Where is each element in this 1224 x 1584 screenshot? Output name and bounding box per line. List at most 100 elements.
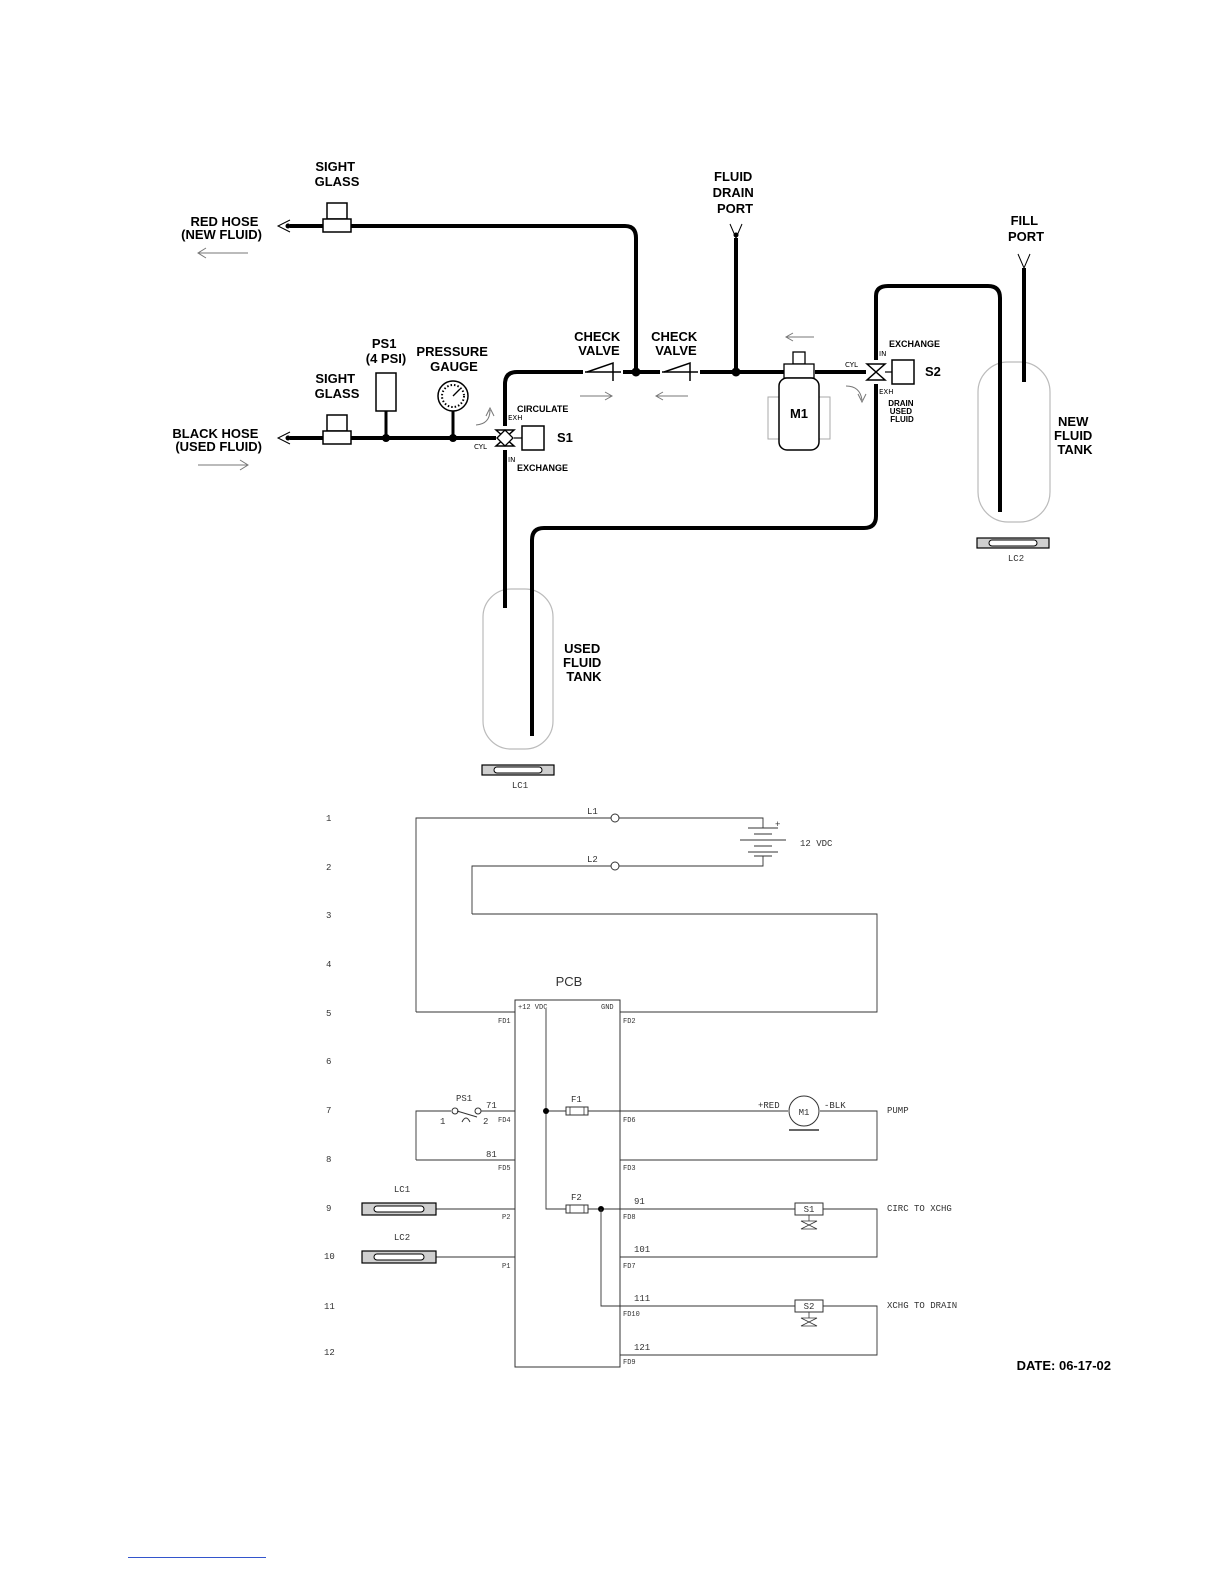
s2-valve-icon (865, 359, 915, 385)
line-number: 10 (324, 1252, 335, 1262)
pcb-gnd-label: GND (601, 1004, 614, 1012)
terminal-fd10-label: FD10 (623, 1311, 640, 1319)
m1-label: M1 (799, 1108, 810, 1118)
l2-label: L2 (587, 855, 598, 865)
s1-valve-icon (494, 425, 545, 451)
sight-glass-top-label: SIGHT GLASS (315, 159, 360, 189)
wire-101-label: 101 (634, 1245, 650, 1255)
fuse-f2-icon (565, 1204, 589, 1214)
plus-red-label: +RED (758, 1101, 780, 1111)
pcb-internal-wire (545, 1009, 566, 1210)
line-number: 11 (324, 1302, 335, 1312)
terminal-p2-label: P2 (502, 1214, 510, 1222)
junction-dot (731, 367, 741, 377)
lc1-label: LC1 (394, 1185, 410, 1195)
footer-rule (128, 1557, 266, 1558)
fluid-drain-port-label: FLUID DRAIN PORT (713, 169, 758, 216)
minus-blk-label: -BLK (824, 1101, 846, 1111)
terminal-fd6-label: FD6 (623, 1117, 636, 1125)
s2-to-new-tank-pipe (874, 284, 1002, 512)
main-horizontal-pipe (503, 370, 785, 438)
wire-gnd-return (472, 913, 878, 1013)
check-valve-1-label: CHECK VALVE (574, 329, 624, 358)
wire-to-s2 (600, 1209, 795, 1307)
flow-arrow-curved-icon (845, 385, 867, 404)
terminal-p1-label: P1 (502, 1263, 510, 1271)
lc2-level-sensor-icon (976, 537, 1050, 549)
new-fluid-tank-label: NEW FLUID TANK (1054, 414, 1096, 457)
pressure-gauge-icon (437, 380, 469, 442)
new-fluid-tank (977, 361, 1051, 523)
s2-cyl-label: CYL (845, 361, 858, 369)
lc2-label: LC2 (394, 1233, 410, 1243)
wire-pump-return (620, 1110, 878, 1161)
black-hose-label: BLACK HOSE (USED FLUID) (172, 426, 262, 454)
red-hose-label: RED HOSE (NEW FLUID) (181, 214, 262, 242)
line-number: 6 (326, 1057, 331, 1067)
line-number: 3 (326, 911, 331, 921)
drain-port-fitting-icon (729, 223, 743, 240)
l1-label: L1 (587, 807, 598, 817)
wire-s1-return (620, 1208, 878, 1258)
s2-solenoid-icon (794, 1299, 824, 1327)
wire-ps1 (415, 1110, 451, 1160)
hydraulic-diagram: SIGHT GLASS RED HOSE (NEW FLUID) FLUID D… (172, 159, 1096, 791)
sight-glass-bottom-icon (322, 414, 352, 445)
junction-dot (543, 1108, 549, 1114)
terminal-fd3-label: FD3 (623, 1165, 636, 1173)
line-number: 8 (326, 1155, 331, 1165)
pump-label: PUMP (887, 1106, 909, 1116)
fuse-f1-icon (565, 1106, 589, 1116)
check-valve-2-icon (660, 361, 700, 381)
terminal-l2 (610, 861, 620, 871)
wire-71-label: 71 (486, 1101, 497, 1111)
s1-label: S1 (804, 1205, 815, 1215)
xchg-to-drain-label: XCHG TO DRAIN (887, 1301, 957, 1311)
pressure-gauge-label: PRESSURE GAUGE (416, 344, 491, 374)
wire-l1 (415, 817, 611, 1012)
terminal-fd8-label: FD8 (623, 1214, 636, 1222)
line-number: 7 (326, 1106, 331, 1116)
check-valve-1-icon (583, 361, 623, 381)
sight-glass-top-icon (322, 202, 352, 233)
wire-l2 (471, 865, 611, 914)
lc1-level-sensor-icon (481, 764, 555, 776)
wire-81-label: 81 (486, 1150, 497, 1160)
used-fluid-tank (482, 588, 554, 750)
flow-arrow-right-icon (580, 391, 614, 401)
line-number: 5 (326, 1009, 331, 1019)
terminal-fd1-label: FD1 (498, 1018, 511, 1026)
fill-port-fitting-icon (1017, 253, 1031, 270)
wire-91-label: 91 (634, 1197, 645, 1207)
ps1-pin1-label: 1 (440, 1117, 445, 1127)
wire-s2-return (620, 1305, 878, 1356)
flow-arrow-left-icon (784, 332, 814, 342)
sight-glass-bottom-label: SIGHT GLASS (315, 371, 360, 401)
ps1-label: PS1 (4 PSI) (366, 336, 406, 366)
s2-label: S2 (925, 364, 941, 379)
circ-to-xchg-label: CIRC TO XCHG (887, 1204, 952, 1214)
s1-in-label: IN (508, 456, 515, 464)
s2-label: S2 (804, 1302, 815, 1312)
wire-111-label: 111 (634, 1294, 650, 1304)
black-hose-fitting-icon (276, 431, 291, 445)
line-number: 12 (324, 1348, 335, 1358)
m1-label: M1 (790, 406, 808, 421)
lc1-level-sensor-icon (361, 1202, 437, 1216)
ps1-switch-icon (451, 1107, 482, 1123)
exchange-s1-label: EXCHANGE (517, 463, 568, 473)
lc2-label: LC2 (1008, 554, 1024, 564)
s2-in-label: IN (879, 350, 886, 358)
lc2-level-sensor-icon (361, 1250, 437, 1264)
ps1-pin2-label: 2 (483, 1117, 488, 1127)
s2-exh-label: EXH (879, 388, 893, 396)
f1-label: F1 (571, 1095, 582, 1105)
line-number: 2 (326, 863, 331, 873)
junction-dot (631, 367, 641, 377)
m1-pump-icon (767, 351, 831, 451)
f2-label: F2 (571, 1193, 582, 1203)
pcb-box (514, 999, 621, 1368)
used-fluid-tank-label: USED FLUID TANK (563, 641, 605, 684)
pcb-12vdc-label: +12 VDC (518, 1004, 547, 1012)
line-number: 4 (326, 960, 331, 970)
